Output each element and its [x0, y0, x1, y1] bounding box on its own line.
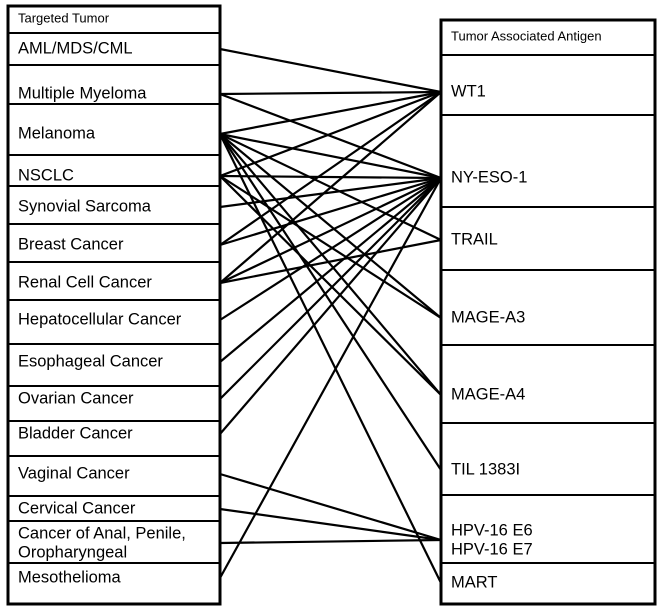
left-label-hepato: Hepatocellular Cancer — [18, 310, 182, 328]
edge-myeloma-to-wt1 — [219, 90, 442, 96]
left-row-synovial[interactable]: Synovial Sarcoma — [8, 186, 220, 225]
left-label-anal-line1: Cancer of Anal, Penile, — [18, 524, 186, 542]
right-row-nyeso[interactable]: NY-ESO-1 — [441, 115, 655, 208]
edge-melanoma-to-magea4 — [219, 133, 442, 396]
left-row-nsclc[interactable]: NSCLC — [8, 155, 220, 187]
left-label-hdr: Targeted Tumor — [18, 10, 110, 25]
edge-melanoma-to-nyeso — [219, 132, 442, 180]
right-label-magea4: MAGE-A4 — [451, 385, 525, 403]
edge-melanoma-to-magea3 — [219, 133, 442, 319]
left-label-myeloma: Multiple Myeloma — [18, 84, 147, 102]
edge-renal-to-wt1 — [219, 91, 442, 284]
edge-nsclc-to-magea4 — [219, 175, 442, 396]
left-row-breast[interactable]: Breast Cancer — [8, 224, 220, 263]
edge-vaginal-to-hpv — [219, 472, 442, 542]
left-label-bladder: Bladder Cancer — [18, 424, 133, 442]
left-row-hdr[interactable]: Targeted Tumor — [8, 6, 220, 34]
right-label-wt1: WT1 — [451, 82, 486, 100]
connection-lines-layer — [219, 47, 442, 584]
edge-breast-to-nyeso — [219, 176, 442, 247]
left-label-ovarian: Ovarian Cancer — [18, 389, 134, 407]
right-label-nyeso: NY-ESO-1 — [451, 168, 527, 186]
right-row-til[interactable]: TIL 1383I — [441, 423, 655, 496]
left-row-myeloma[interactable]: Multiple Myeloma — [8, 65, 220, 105]
left-row-renal[interactable]: Renal Cell Cancer — [8, 262, 220, 301]
edge-nsclc-to-magea3 — [219, 175, 442, 319]
edge-renal-to-nyeso — [219, 177, 442, 284]
left-label-melanoma: Melanoma — [18, 124, 96, 142]
edge-renal-to-trail — [219, 238, 442, 285]
left-label-renal: Renal Cell Cancer — [18, 273, 152, 291]
left-row-ovarian[interactable]: Ovarian Cancer — [8, 386, 220, 422]
left-label-cervical: Cervical Cancer — [18, 499, 136, 517]
right-row-magea4[interactable]: MAGE-A4 — [441, 345, 655, 424]
left-label-aml: AML/MDS/CML — [18, 39, 133, 57]
edge-ovarian-to-nyeso — [219, 177, 442, 400]
left-row-cervical[interactable]: Cervical Cancer — [8, 496, 220, 522]
edge-melanoma-to-til — [219, 133, 442, 471]
edge-bladder-to-nyeso — [219, 177, 442, 435]
tumor-associated-antigen-panel: Tumor Associated AntigenWT1NY-ESO-1TRAIL… — [439, 18, 657, 606]
right-label-hpv-line2: HPV-16 E7 — [451, 540, 533, 558]
edge-hepato-to-nyeso — [219, 177, 442, 321]
right-row-wt1[interactable]: WT1 — [441, 55, 655, 116]
left-label-anal-line2: Oropharyngeal — [18, 543, 127, 561]
right-label-mart: MART — [451, 573, 497, 591]
left-row-hepato[interactable]: Hepatocellular Cancer — [8, 300, 220, 345]
left-label-breast: Breast Cancer — [18, 235, 124, 253]
right-row-magea3[interactable]: MAGE-A3 — [441, 270, 655, 346]
left-row-aml[interactable]: AML/MDS/CML — [8, 33, 220, 66]
edge-anal-to-hpv — [219, 538, 442, 545]
right-row-trail[interactable]: TRAIL — [441, 207, 655, 271]
right-cell-nyeso[interactable] — [441, 115, 655, 207]
edge-esophageal-to-nyeso — [219, 177, 442, 363]
edge-melanoma-to-mart — [219, 133, 442, 584]
edge-cervical-to-hpv — [219, 507, 442, 542]
left-row-mesothelioma[interactable]: Mesothelioma — [8, 563, 220, 604]
edge-synovial-to-nyeso — [219, 176, 442, 209]
edge-aml-to-wt1 — [219, 47, 442, 94]
left-label-mesothelioma: Mesothelioma — [18, 568, 122, 586]
right-cell-magea4[interactable] — [441, 345, 655, 423]
left-row-bladder[interactable]: Bladder Cancer — [8, 421, 220, 457]
left-row-vaginal[interactable]: Vaginal Cancer — [8, 456, 220, 497]
edge-myeloma-to-nyeso — [219, 92, 442, 180]
right-row-mart[interactable]: MART — [441, 563, 655, 604]
right-label-trail: TRAIL — [451, 230, 498, 248]
left-label-vaginal: Vaginal Cancer — [18, 464, 130, 482]
right-label-hpv-line1: HPV-16 E6 — [451, 521, 533, 539]
left-panel-border — [6, 4, 222, 606]
left-row-anal[interactable]: Cancer of Anal, Penile,Oropharyngeal — [8, 521, 220, 564]
edge-nsclc-to-nyeso — [219, 174, 442, 180]
edge-nsclc-to-wt1 — [219, 90, 442, 178]
right-cell-til[interactable] — [441, 423, 655, 495]
right-label-rhdr: Tumor Associated Antigen — [451, 28, 602, 43]
edge-melanoma-to-wt1 — [219, 90, 442, 136]
left-row-melanoma[interactable]: Melanoma — [8, 104, 220, 156]
right-panel-border — [439, 18, 657, 606]
edge-breast-to-wt1 — [219, 91, 442, 246]
right-label-magea3: MAGE-A3 — [451, 308, 525, 326]
edge-mesothelioma-to-nyeso — [219, 177, 442, 579]
left-row-esophageal[interactable]: Esophageal Cancer — [8, 344, 220, 387]
left-label-nsclc: NSCLC — [18, 166, 74, 184]
left-label-esophageal: Esophageal Cancer — [18, 352, 163, 370]
right-label-til: TIL 1383I — [451, 460, 520, 478]
right-row-rhdr[interactable]: Tumor Associated Antigen — [441, 20, 655, 56]
left-label-synovial: Synovial Sarcoma — [18, 197, 152, 215]
